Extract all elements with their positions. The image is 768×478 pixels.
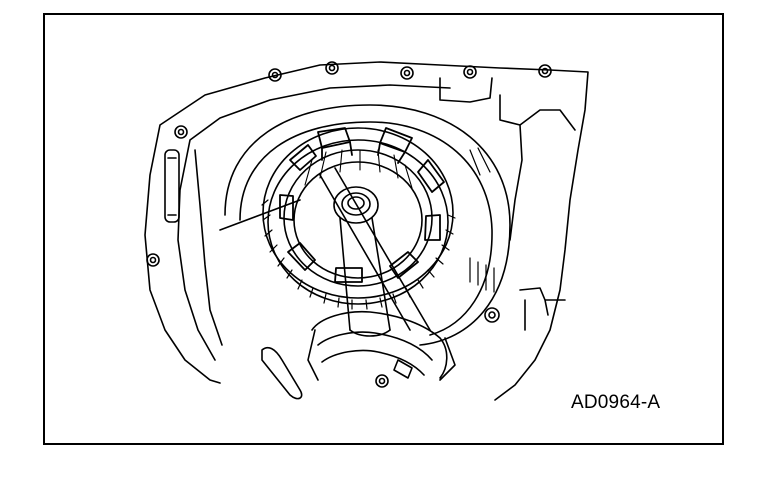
brace-arm (219, 167, 431, 331)
case-bore (224, 104, 511, 346)
housing-slot-lower (261, 346, 303, 400)
housing-slot-left (164, 149, 180, 223)
clutch-lugs (279, 127, 445, 283)
lower-gear-assembly (307, 310, 456, 381)
clutch-drum (262, 127, 454, 305)
housing-inner-contour (177, 84, 451, 361)
drum-inner-splines (304, 149, 413, 189)
casting-block-right (439, 77, 576, 241)
bolt-holes (146, 61, 552, 388)
case-hatching (469, 147, 495, 293)
housing-outline (144, 61, 589, 401)
figure-id-label: AD0964-A (571, 392, 661, 413)
bracket-right (519, 287, 566, 331)
